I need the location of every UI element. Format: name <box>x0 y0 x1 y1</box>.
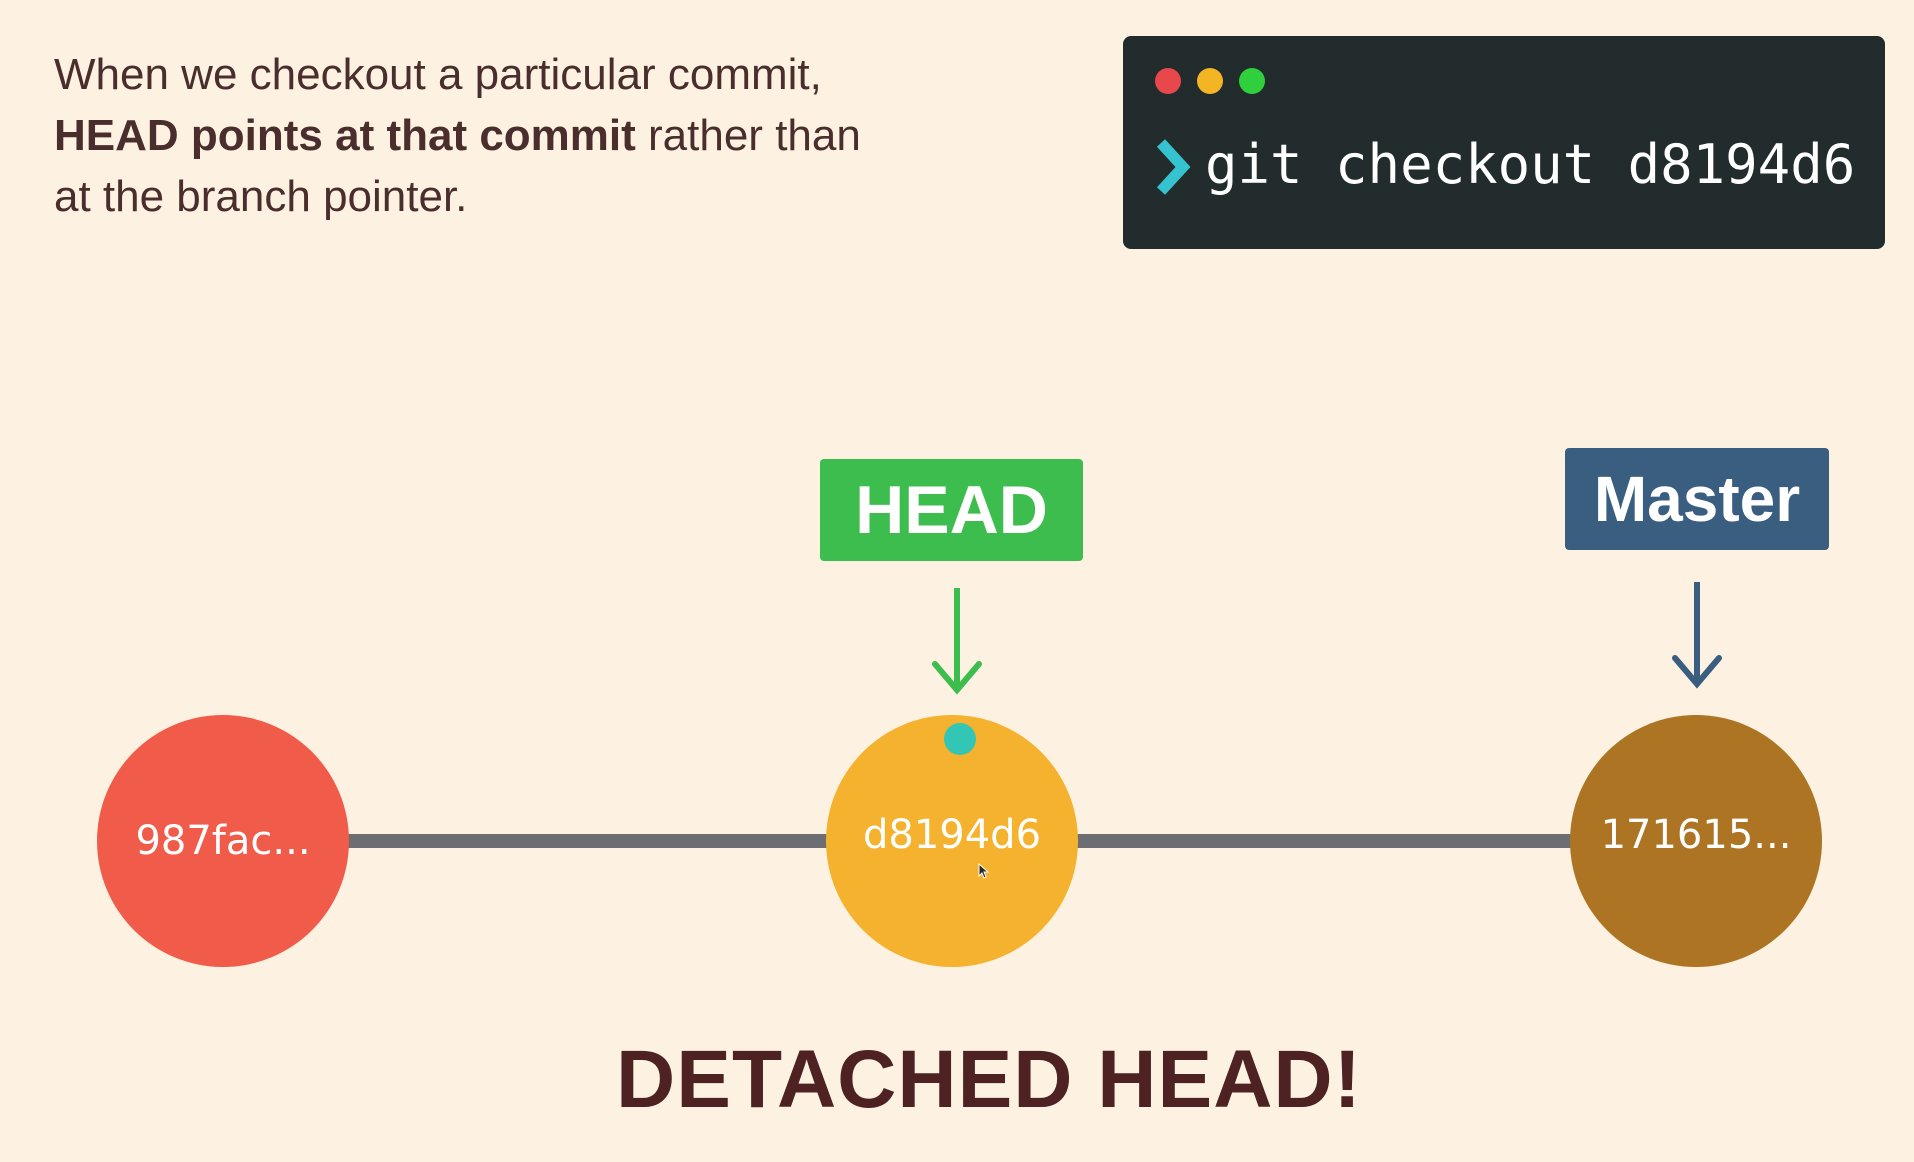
commit-edge <box>345 834 835 848</box>
commit-hash: 987fac... <box>135 818 311 864</box>
intro-bold-phrase: HEAD points at that commit <box>54 111 636 160</box>
intro-line-3: at the branch pointer. <box>54 172 468 221</box>
commit-hash: 171615... <box>1600 812 1792 858</box>
mouse-cursor-icon <box>978 863 990 879</box>
head-pointer-text: HEAD <box>855 472 1048 548</box>
commit-edge <box>1075 834 1575 848</box>
head-pointer-label: HEAD <box>820 459 1083 561</box>
master-branch-text: Master <box>1593 463 1801 535</box>
commit-node[interactable]: 987fac... <box>97 715 349 967</box>
intro-text: When we checkout a particular commit, HE… <box>54 44 914 227</box>
commit-hash: d8194d6 <box>862 812 1042 858</box>
maximize-dot-icon[interactable] <box>1239 68 1265 94</box>
minimize-dot-icon[interactable] <box>1197 68 1223 94</box>
intro-line-1: When we checkout a particular commit, <box>54 50 822 99</box>
commit-node[interactable]: 171615... <box>1570 715 1822 967</box>
commit-node[interactable]: d8194d6 <box>826 715 1078 967</box>
terminal-command: git checkout d8194d6 <box>1205 133 1856 196</box>
close-dot-icon[interactable] <box>1155 68 1181 94</box>
checked-out-indicator <box>944 723 976 755</box>
chevron-right-icon <box>1156 139 1191 195</box>
master-arrow-icon <box>1672 582 1722 689</box>
master-branch-label: Master <box>1565 448 1829 550</box>
detached-head-banner: DETACHED HEAD! <box>616 1034 1362 1125</box>
head-arrow-icon <box>932 588 982 695</box>
intro-line-2-rest: rather than <box>635 111 861 160</box>
